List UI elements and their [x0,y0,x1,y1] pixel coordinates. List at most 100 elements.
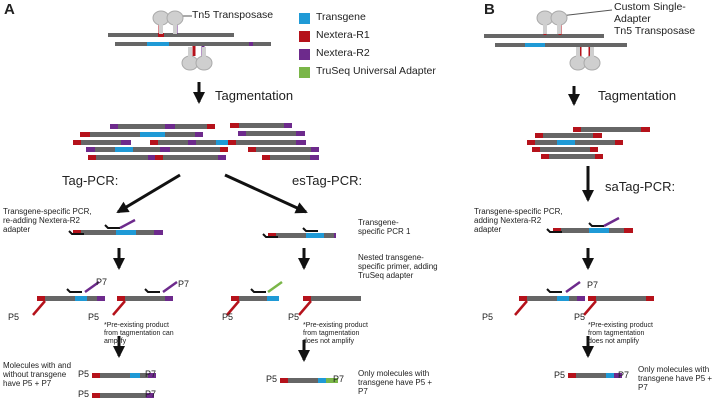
estag-pcr-primer-f1-line [262,233,278,238]
tagmentation-label-a: Tagmentation [215,88,294,103]
fragment-segment-80 [146,393,154,398]
fragment-segment-69 [97,296,105,301]
fragment-segment-58 [270,155,310,160]
tag-pcr-primer-2-line [66,288,82,293]
tag-pcr-output-1 [92,373,156,378]
fragment-segment-54 [248,147,256,152]
tag-pcr-result: Molecules with and without transgene hav… [3,361,72,388]
fragment-segment-84 [324,233,334,238]
fragment-segment-32 [196,140,216,145]
fragment-segment-45 [230,123,239,128]
tag-pcr-output-2 [92,393,154,398]
fragment-segment-20 [207,124,215,129]
fragment-segment-127 [596,296,646,301]
estag-pcr-arrow-2-head [298,350,310,362]
branch-arrow-estag-pcr [224,173,307,214]
estag-pcr-note: *Pre-existing product from tagmentation … [303,322,368,345]
fragment-segment-91 [280,378,288,383]
estag-pcr-primer-f1 [262,233,278,238]
fragment-segment-72 [165,296,173,301]
satag-pcr-step1-text: Transgene-specific PCR, adding Nextera-R… [474,207,563,234]
fragment-segment-9 [110,124,118,129]
fragment-segment-123 [557,296,569,301]
fragment-segment-38 [220,147,228,152]
estag-pcr-p5-label: P5 [222,312,234,322]
tagmented-fragment-a-5 [86,147,172,152]
fragment-segment-94 [326,378,338,383]
fragment-segment-53 [296,140,306,145]
fragment-segment-98 [545,43,627,47]
fragment-segment-88 [267,296,279,301]
fragment-segment-63 [136,230,154,235]
fragment-segment-4 [115,42,147,46]
fragment-segment-6 [169,42,249,46]
fragment-segment-109 [615,140,623,145]
dna-top-strand-a [108,33,164,37]
satag-pcr-product-1 [519,296,585,301]
fragment-segment-51 [228,140,236,145]
tag-pcr-primer-f1-line [68,230,84,235]
fragment-segment-67 [75,296,87,301]
fragment-segment-65 [37,296,45,301]
tn5-enzyme-bottom-leg-left [188,47,192,57]
fragment-segment-10 [118,124,173,129]
tn5-enzyme-bottom-right [195,55,213,71]
fragment-segment-46 [239,123,284,128]
custom-tn5-enzyme-leg-right [557,24,561,34]
fragment-segment-41 [148,155,158,160]
tagmented-fragment-a-9 [155,155,226,160]
panel-letter-a: A [4,1,15,18]
fragment-segment-86 [231,296,239,301]
tag-pcr-out-p5b: P5 [78,389,90,399]
estag-pcr-primer-2-line [250,288,266,293]
tag-pcr-out-p7b: P7 [145,389,157,399]
legend-swatch-nextera-r1 [299,31,310,42]
satag-pcr-arrow-0-head [582,190,594,202]
fragment-segment-48 [238,131,246,136]
custom-tn5-enzyme-bottom-right [583,55,601,71]
tag-pcr-primer-r1-line [104,224,120,229]
tagmented-fragment-b-0 [573,127,650,132]
dna-fragments [37,33,654,398]
fragment-segment-3 [164,33,234,37]
tn5-enzyme-bottom-leg-right [202,47,206,57]
fragment-segment-33 [216,140,234,145]
fragment-segment-30 [158,140,188,145]
fragment-segment-1 [158,33,164,37]
fragment-segment-102 [535,133,543,138]
custom-tn5-enzyme-bottom [569,47,601,71]
estag-pcr-title: esTag-PCR: [292,173,363,188]
fragment-segment-97 [525,43,545,47]
satag-pcr-primer-f1 [546,228,562,233]
fragment-segment-60 [73,230,81,235]
fragment-segment-93 [318,378,326,383]
tn5-transposase-label: Tn5 Transposase [192,9,274,21]
fragment-segment-119 [609,228,624,233]
tag-pcr-primer-f1 [68,230,84,235]
fragment-segment-15 [165,132,195,137]
fragment-segment-106 [535,140,557,145]
tagmented-fragment-a-10 [230,123,292,128]
fragment-segment-40 [96,155,148,160]
tagmented-fragment-b-1 [535,133,602,138]
fragment-segment-107 [557,140,575,145]
tag-pcr-p7b-label: P7 [178,279,190,289]
fragment-segment-104 [593,133,602,138]
tag-pcr-primer-2 [66,288,82,293]
fragment-segment-31 [188,140,196,145]
fragment-segment-111 [540,147,590,152]
fragment-segment-50 [296,131,305,136]
satag-pcr-arrow-2-head [582,346,594,358]
fragment-segment-21 [73,140,81,145]
estag-pcr-primer-2 [250,288,266,293]
tag-pcr-product-2 [117,296,173,301]
tn5-enzyme-top-right [166,10,184,26]
tag-pcr-arrow-2-head [113,346,125,358]
tagmented-fragment-a-12 [228,140,306,145]
panel-letter-b: B [484,1,495,18]
fragment-segment-99 [573,127,581,132]
tagmented-fragment-a-7 [160,147,228,152]
fragment-segment-42 [155,155,163,160]
satag-pcr-primer-f1-line [546,228,562,233]
tagmented-fragment-a-11 [238,131,305,136]
